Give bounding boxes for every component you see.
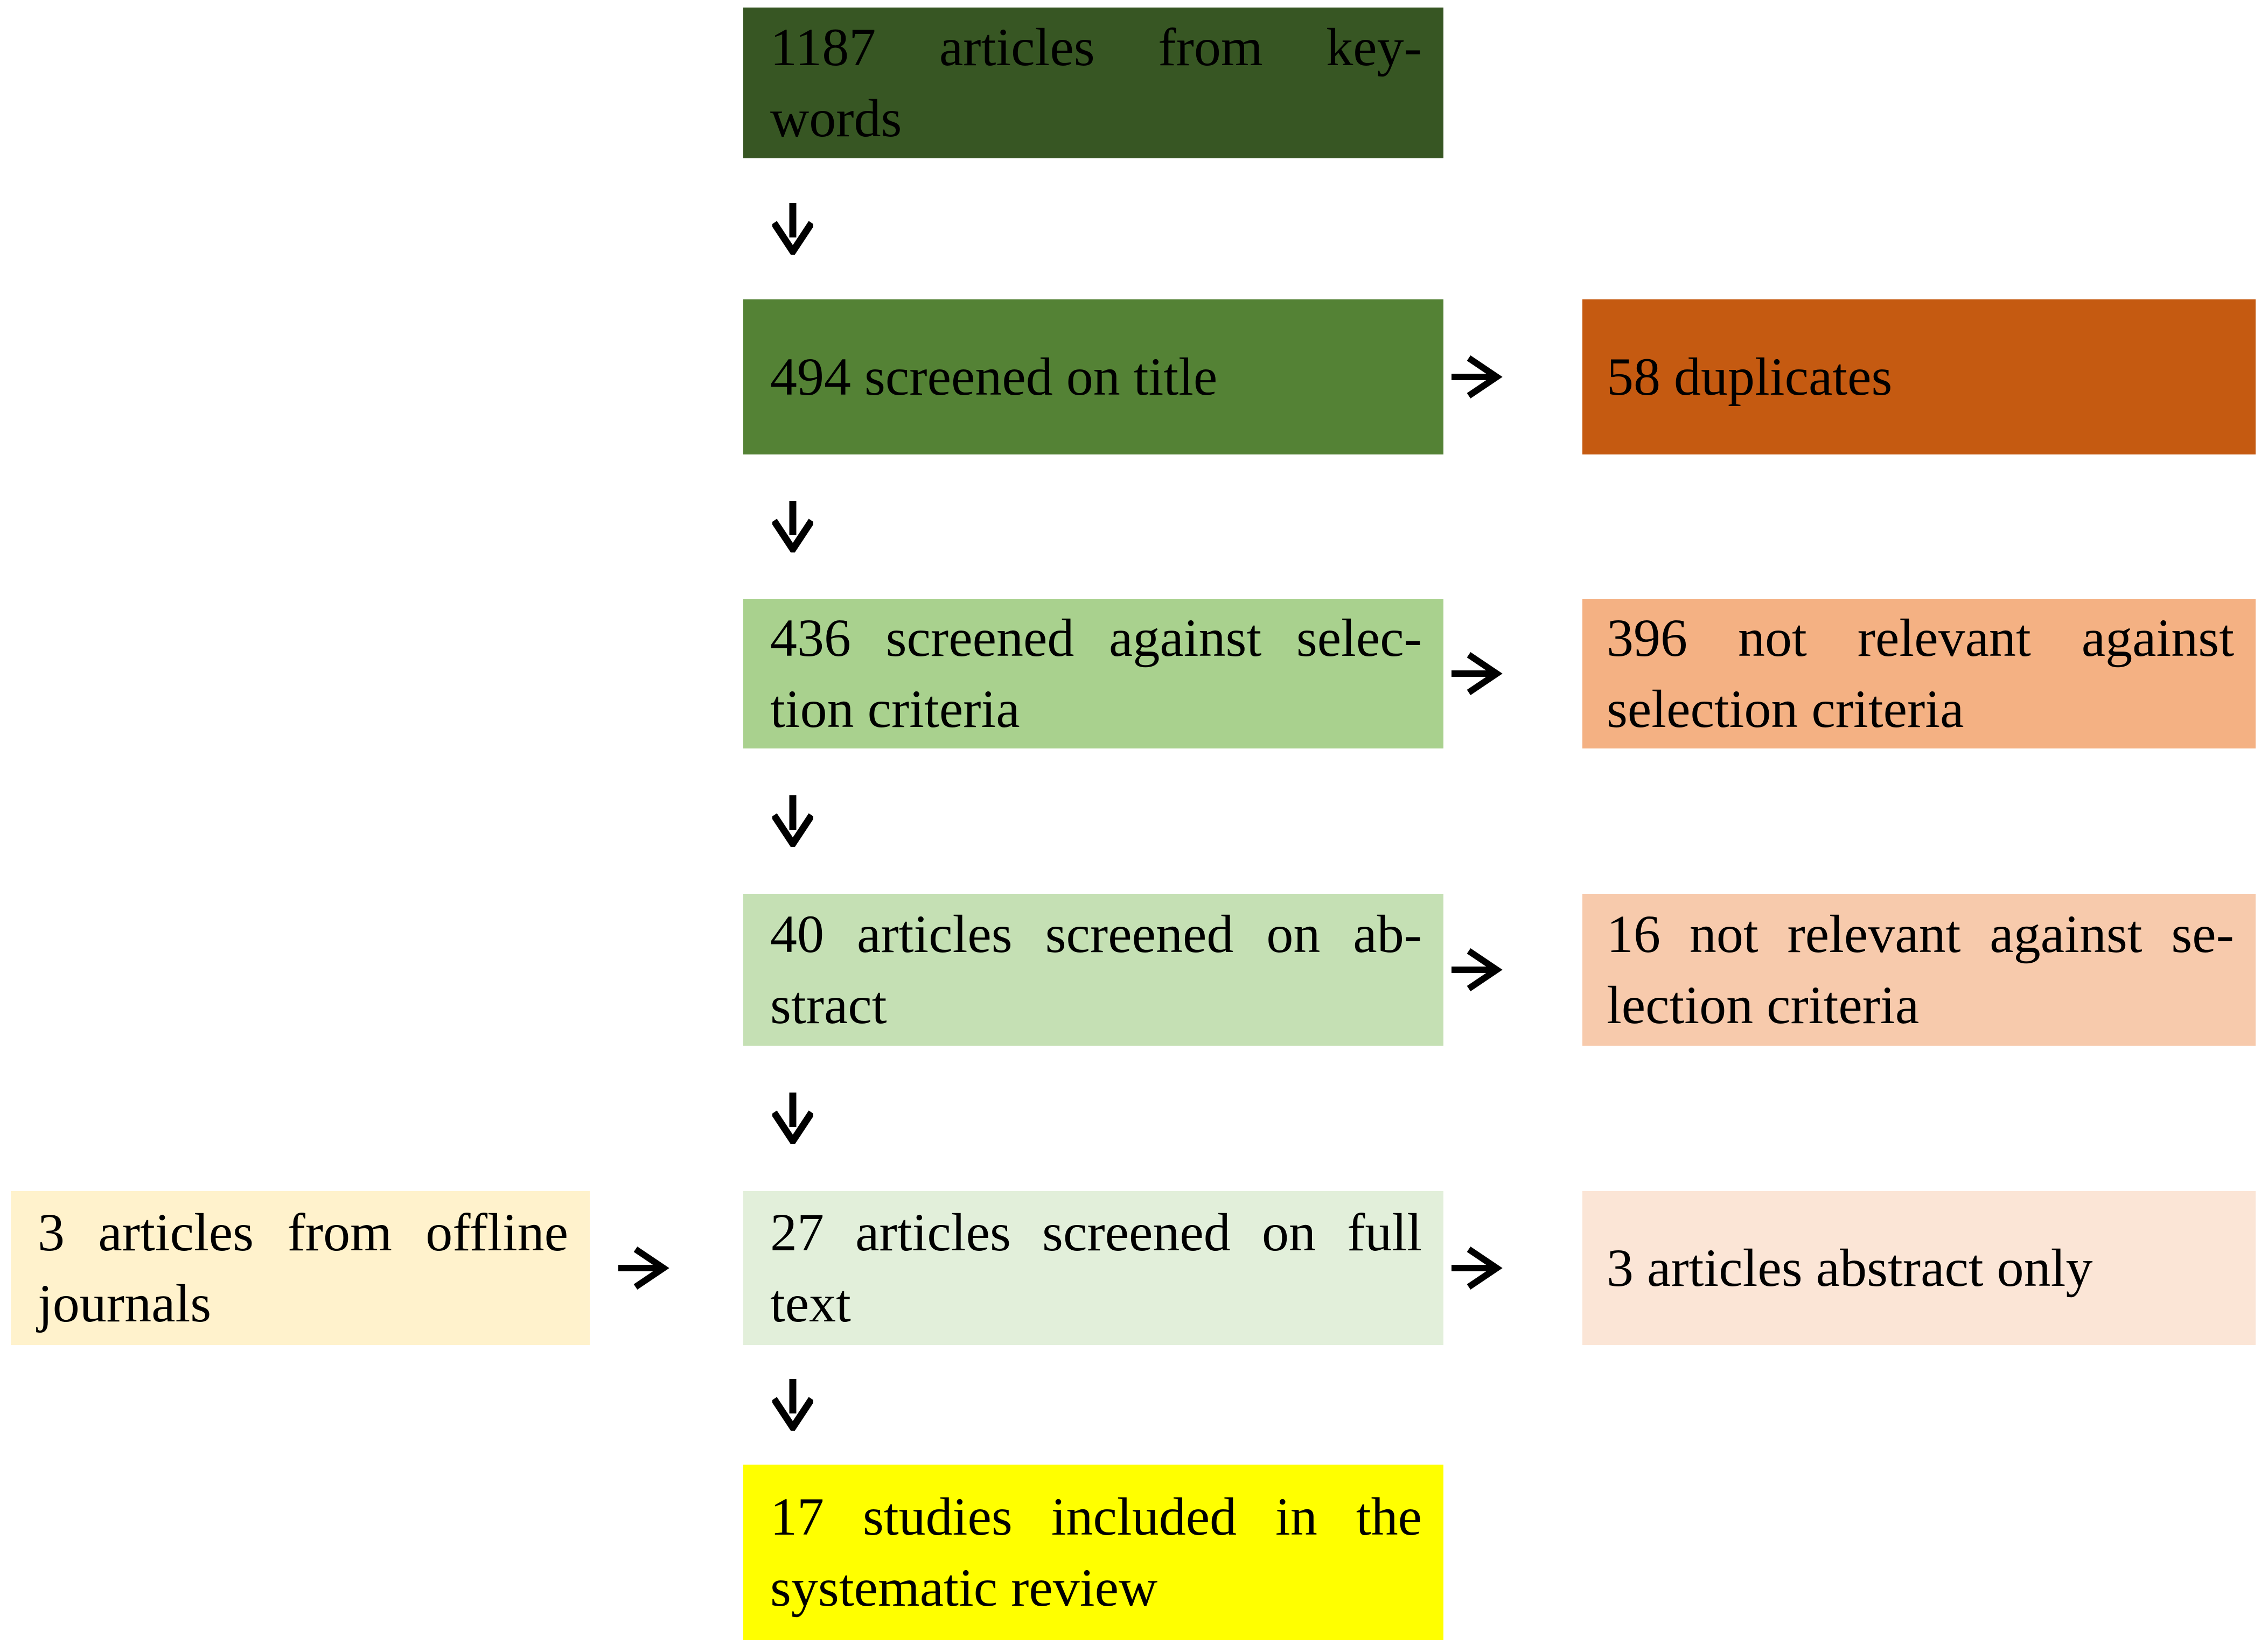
- box-offline-journals-line1: 3 articles from offline: [38, 1202, 568, 1262]
- box-screened-on-abstract-line1: 40 articles screened on ab-: [770, 904, 1422, 964]
- box-screened-on-abstract: 40 articles screened on ab- stract: [743, 894, 1443, 1046]
- box-included-in-review-line1: 17 studies included in the: [770, 1487, 1422, 1546]
- right-arrow-icon: [618, 1247, 688, 1290]
- box-screened-on-fulltext-line1: 27 articles screened on full: [770, 1202, 1422, 1262]
- box-screened-on-fulltext-line2: text: [770, 1273, 851, 1333]
- box-offline-journals-line2: journals: [38, 1273, 212, 1333]
- down-arrow-icon: [772, 203, 813, 255]
- box-screened-on-fulltext: 27 articles screened on full text: [743, 1191, 1443, 1345]
- box-screened-against-criteria-line1: 436 screened against selec-: [770, 608, 1422, 668]
- box-duplicates: 58 duplicates: [1582, 299, 2256, 454]
- down-arrow-icon: [772, 501, 813, 552]
- box-offline-journals: 3 articles from offline journals: [11, 1191, 590, 1345]
- right-arrow-icon: [1451, 355, 1522, 398]
- down-arrow-icon: [772, 1093, 813, 1144]
- box-abstract-only-line1: 3 articles abstract only: [1607, 1238, 2093, 1298]
- box-not-relevant-criteria-line2: selection criteria: [1607, 679, 1964, 739]
- right-arrow-icon: [1451, 948, 1522, 991]
- box-articles-from-keywords: 1187 articles from key- words: [743, 8, 1443, 158]
- down-arrow-icon: [772, 795, 813, 847]
- box-screened-against-criteria-line2: tion criteria: [770, 679, 1020, 739]
- box-articles-from-keywords-line1: 1187 articles from key-: [770, 17, 1422, 77]
- box-not-relevant-criteria: 396 not relevant against selection crite…: [1582, 599, 2256, 748]
- box-not-relevant-criteria-line1: 396 not relevant against: [1607, 608, 2234, 668]
- box-articles-from-keywords-line2: words: [770, 88, 902, 148]
- box-screened-on-abstract-line2: stract: [770, 975, 887, 1035]
- box-included-in-review: 17 studies included in the systematic re…: [743, 1465, 1443, 1640]
- box-screened-against-criteria: 436 screened against selec- tion criteri…: [743, 599, 1443, 748]
- down-arrow-icon: [772, 1379, 813, 1431]
- box-duplicates-line1: 58 duplicates: [1607, 347, 1893, 407]
- box-included-in-review-line2: systematic review: [770, 1558, 1158, 1618]
- box-not-relevant-abstract: 16 not relevant against se- lection crit…: [1582, 894, 2256, 1046]
- box-not-relevant-abstract-line2: lection criteria: [1607, 975, 1920, 1035]
- box-screened-on-title: 494 screened on title: [743, 299, 1443, 454]
- box-not-relevant-abstract-line1: 16 not relevant against se-: [1607, 904, 2234, 964]
- box-screened-on-title-line1: 494 screened on title: [770, 347, 1218, 407]
- box-abstract-only: 3 articles abstract only: [1582, 1191, 2256, 1345]
- right-arrow-icon: [1451, 1247, 1522, 1290]
- right-arrow-icon: [1451, 652, 1522, 695]
